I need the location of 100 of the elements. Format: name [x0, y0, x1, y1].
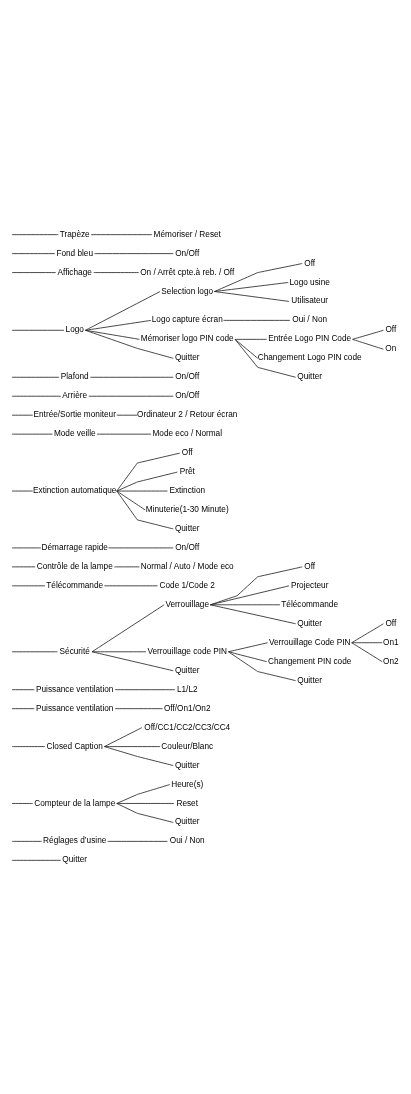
node-text: Extinction	[169, 485, 206, 495]
node-text: Mode eco / Normal	[152, 428, 223, 438]
connector	[11, 840, 43, 842]
node-text: Entrée/Sortie moniteur	[33, 409, 116, 419]
node-text: Ordinateur 2 / Retour écran	[137, 409, 238, 419]
node-text: Selection logo	[161, 286, 214, 296]
connector	[234, 338, 297, 378]
node-text: Utilisateur	[291, 295, 328, 305]
connector	[228, 650, 268, 662]
node-text: Quitter	[174, 816, 200, 826]
connector	[214, 262, 303, 292]
connector	[209, 603, 297, 624]
connector	[11, 707, 35, 709]
connector	[11, 859, 62, 861]
node-text: Quitter	[297, 618, 323, 628]
node-text: Logo capture écran	[151, 314, 223, 324]
node-text: Changement Logo PIN code	[257, 352, 362, 362]
connector	[11, 233, 59, 235]
node-text: Closed Caption	[46, 741, 103, 751]
connector	[93, 271, 139, 273]
connector	[91, 650, 174, 671]
node-text: Reset	[176, 798, 199, 808]
connector	[351, 622, 384, 643]
node-text: Trapèze	[59, 229, 90, 239]
connector	[116, 452, 181, 491]
node-text: Off	[385, 324, 397, 334]
connector	[116, 490, 174, 529]
node-text: Off	[181, 447, 193, 457]
node-text: Oui / Non	[292, 314, 328, 324]
node-text: On	[385, 343, 397, 353]
connector	[234, 338, 268, 340]
node-text: Mémoriser / Reset	[153, 229, 221, 239]
node-text: On/Off	[175, 542, 200, 552]
node-text: Télécommande	[46, 580, 104, 590]
node-text: Quitter	[297, 371, 323, 381]
node-text: Logo	[65, 324, 84, 334]
node-text: Minuterie(1-30 Minute)	[145, 504, 229, 514]
node-text: Contrôle de la lampe	[36, 561, 113, 571]
node-text: Arrière	[62, 390, 88, 400]
connector	[11, 376, 60, 378]
node-text: On/Off	[175, 390, 200, 400]
connector	[116, 471, 178, 491]
node-text: On1	[383, 637, 399, 647]
connector	[90, 376, 174, 378]
connector	[85, 329, 140, 340]
connector	[91, 603, 165, 652]
node-text: Projecteur	[290, 580, 329, 590]
connector	[85, 329, 174, 359]
connector	[228, 650, 297, 681]
node-text: Quitter	[62, 854, 88, 864]
connector	[228, 641, 269, 652]
node-text: Prêt	[179, 466, 195, 476]
node-text: Mémoriser logo PIN code	[140, 333, 234, 343]
node-text: On / Arrêt cpte.à reb. / Off	[140, 267, 235, 277]
node-text: Fond bleu	[56, 248, 94, 258]
node-text: Réglages d’usine	[43, 835, 107, 845]
connector	[214, 290, 290, 302]
connector	[107, 840, 168, 842]
node-text: On2	[383, 656, 399, 666]
node-text: Off	[304, 561, 316, 571]
connector	[116, 783, 171, 804]
node-text: Verrouillage	[165, 599, 209, 609]
node-text: Code 1/Code 2	[159, 580, 215, 590]
node-text: Off	[385, 618, 397, 628]
node-text: On/Off	[175, 248, 200, 258]
connector	[209, 603, 281, 605]
connector	[94, 252, 174, 254]
node-text: Télécommande	[281, 599, 339, 609]
node-text: Sécurité	[59, 646, 90, 656]
connector	[104, 726, 143, 747]
connector	[116, 802, 175, 804]
connector	[352, 338, 384, 350]
node-text: Normal / Auto / Mode eco	[140, 561, 234, 571]
connector	[209, 565, 303, 605]
node-text: Démarrage rapide	[41, 542, 108, 552]
node-text: Couleur/Blanc	[161, 741, 214, 751]
node-text: Quitter	[174, 352, 200, 362]
node-text: Extinction automatique	[33, 485, 117, 495]
connector	[11, 802, 34, 804]
node-text: Verrouillage Code PIN	[268, 637, 351, 647]
connector	[104, 745, 174, 766]
connector	[11, 688, 35, 690]
node-text: Puissance ventilation	[36, 703, 114, 713]
node-text: Compteur de la lampe	[34, 798, 116, 808]
node-text: On/Off	[175, 371, 200, 381]
connector	[223, 319, 291, 321]
connector	[114, 707, 163, 709]
node-text: Affichage	[57, 267, 92, 277]
node-text: Quitter	[174, 665, 200, 675]
connector	[85, 290, 161, 331]
node-text: Quitter	[174, 760, 200, 770]
connector	[114, 688, 176, 690]
connector	[116, 490, 168, 491]
node-text: L1/L2	[176, 684, 198, 694]
connector	[352, 329, 384, 340]
connector	[351, 641, 383, 643]
connector	[116, 802, 174, 823]
connector	[209, 584, 290, 605]
connector	[116, 490, 146, 510]
connector	[351, 641, 383, 662]
